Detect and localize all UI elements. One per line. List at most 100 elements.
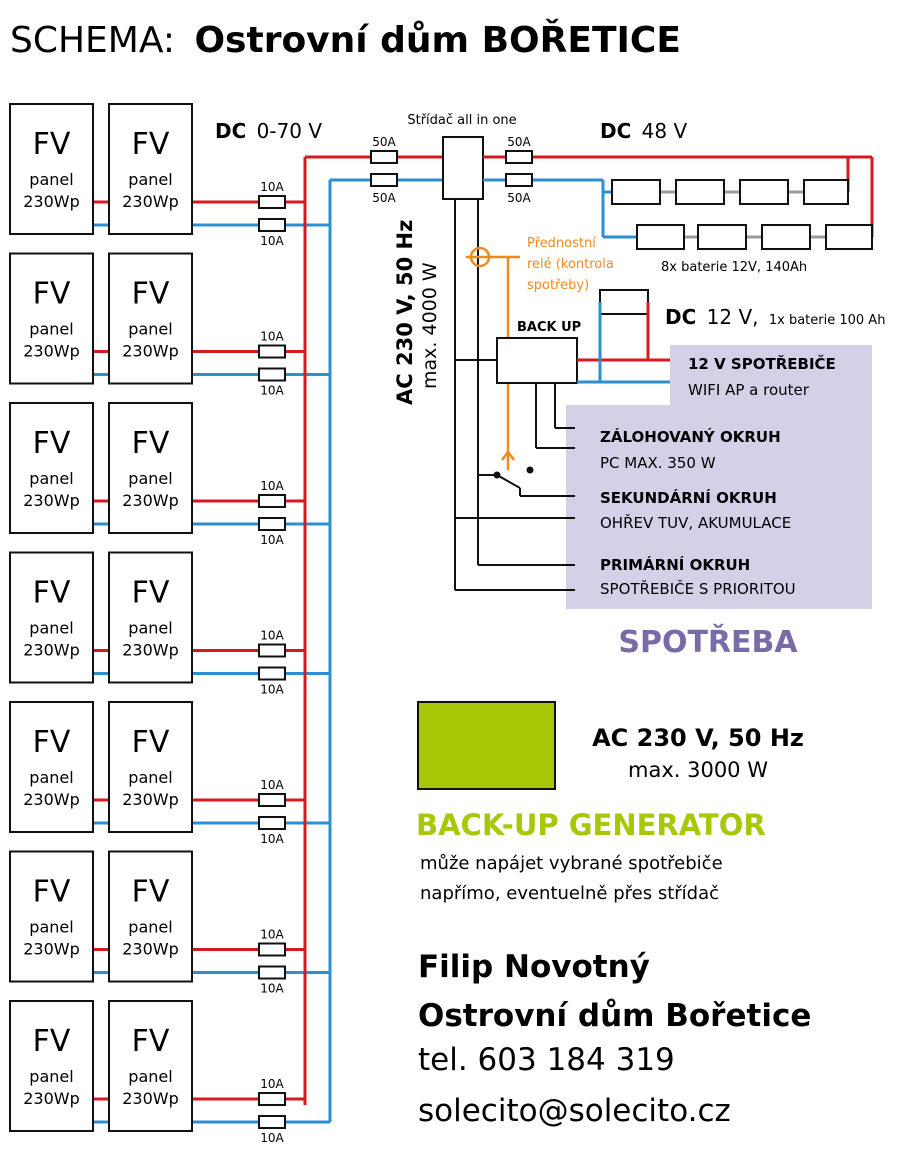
consumption-heading: SPOTŘEBA	[618, 624, 798, 660]
pv-panel-power: 230Wp	[122, 940, 179, 959]
relay-arrow-icon	[501, 449, 515, 461]
svg-text:PRIMÁRNÍ OKRUH: PRIMÁRNÍ OKRUH	[600, 555, 750, 574]
dc12-label: DC 12 V, 1x baterie 100 Ah	[665, 305, 885, 329]
pv-panel-power: 230Wp	[122, 1089, 179, 1108]
fuse-10a-label: 10A	[260, 982, 284, 996]
pv-panel-fv: FV	[33, 1024, 71, 1059]
svg-text:SPOTŘEBIČE S PRIORITOU: SPOTŘEBIČE S PRIORITOU	[600, 579, 796, 598]
pv-panel-type: panel	[29, 768, 73, 787]
svg-text:SEKUNDÁRNÍ OKRUH: SEKUNDÁRNÍ OKRUH	[600, 488, 777, 507]
fuse-10a	[258, 942, 286, 957]
battery-12v	[599, 289, 649, 315]
pv-array: 10A10AFVpanel230WpFVpanel230Wp10A10AFVpa…	[9, 103, 330, 1145]
pv-panel-fv: FV	[132, 576, 170, 611]
circuit-secondary: SEKUNDÁRNÍ OKRUH OHŘEV TUV, AKUMULACE	[600, 488, 791, 532]
circuit-12v: 12 V SPOTŘEBIČE WIFI AP a router	[688, 354, 836, 399]
pv-panel-fv: FV	[33, 277, 71, 312]
pv-panel-fv: FV	[33, 576, 71, 611]
battery-cell	[761, 224, 811, 250]
pv-panel-power: 230Wp	[122, 790, 179, 809]
battery-cell	[675, 179, 725, 205]
pv-panel-power: 230Wp	[23, 940, 80, 959]
fuse-10a-label: 10A	[260, 1077, 284, 1091]
generator-spec-2: max. 3000 W	[628, 758, 768, 782]
pv-panel-fv: FV	[33, 875, 71, 910]
fuse-10a	[258, 517, 286, 531]
fuse-10a-label: 10A	[260, 928, 284, 942]
pv-panel-fv: FV	[132, 426, 170, 461]
fuse-10a-label: 10A	[260, 1131, 284, 1145]
relay-label: Přednostní relé (kontrola spotřeby)	[527, 236, 618, 293]
fuse-10a-label: 10A	[260, 533, 284, 547]
pv-panel-type: panel	[29, 1067, 73, 1086]
svg-text:AC 230 V, 50 Hz: AC 230 V, 50 Hz	[393, 220, 417, 405]
generator-desc-2: napřímo, eventuelně přes střídač	[420, 883, 719, 904]
fuse-50a-batt-pos	[505, 150, 533, 164]
pv-row: 10A 10A FV panel 230Wp FV panel 230Wp	[9, 1000, 330, 1145]
consumption-bg-12v	[670, 345, 872, 407]
inverter-label: Střídač all in one	[407, 113, 516, 128]
pv-panel-power: 230Wp	[23, 641, 80, 660]
pv-panel-power: 230Wp	[23, 1089, 80, 1108]
fuse-50a-pv-pos	[370, 150, 398, 164]
battery-cell	[825, 224, 873, 250]
circuit-backed-up: ZÁLOHOVANÝ OKRUH PC MAX. 350 W	[600, 427, 781, 472]
fuse-50a-label: 50A	[372, 135, 396, 149]
fuse-10a-label: 10A	[260, 629, 284, 643]
pv-panel-fv: FV	[33, 127, 71, 162]
pv-panel-fv: FV	[132, 875, 170, 910]
pv-panel: FV panel 230Wp	[108, 1000, 193, 1132]
fuse-10a	[258, 195, 286, 209]
pv-panel-fv: FV	[33, 725, 71, 760]
svg-text:PC MAX. 350 W: PC MAX. 350 W	[600, 454, 716, 472]
fuse-10a	[258, 643, 286, 658]
pv-panel-type: panel	[29, 170, 73, 189]
pv-panel-fv: FV	[132, 1024, 170, 1059]
svg-text:OHŘEV TUV, AKUMULACE: OHŘEV TUV, AKUMULACE	[600, 513, 791, 532]
title: SCHEMA: Ostrovní dům BOŘETICE	[10, 19, 681, 61]
pv-panel-power: 230Wp	[23, 342, 80, 361]
pv-panel: FV panel 230Wp	[9, 1000, 94, 1132]
fuse-10a-label: 10A	[260, 180, 284, 194]
pv-panel-type: panel	[128, 1067, 172, 1086]
fuse-10a	[258, 367, 286, 382]
pv-panel-type: panel	[29, 918, 73, 937]
fuse-10a-label: 10A	[260, 384, 284, 398]
fuse-10a	[258, 965, 286, 980]
pv-panel-type: panel	[29, 320, 73, 339]
fuse-10a-label: 10A	[260, 683, 284, 697]
pv-panel-power: 230Wp	[122, 641, 179, 660]
consumption-bg-ac	[566, 405, 872, 609]
fuse-10a	[258, 218, 286, 232]
contact-email[interactable]: solecito@solecito.cz	[418, 1093, 731, 1129]
fuse-10a	[258, 344, 286, 359]
pv-panel-type: panel	[128, 768, 172, 787]
svg-text:12 V SPOTŘEBIČE: 12 V SPOTŘEBIČE	[688, 354, 836, 373]
battery-cell	[739, 179, 789, 205]
fuse-10a	[258, 816, 286, 830]
fuse-10a-label: 10A	[260, 778, 284, 792]
fuse-50a-batt-neg	[505, 173, 533, 187]
battery-cell	[803, 179, 849, 205]
dc-battery-label: DC 48 V	[600, 119, 687, 143]
circuit-primary: PRIMÁRNÍ OKRUH SPOTŘEBIČE S PRIORITOU	[600, 555, 796, 598]
inverter-box	[442, 136, 484, 200]
pv-panel-fv: FV	[132, 277, 170, 312]
dc-pv-label: DC 0-70 V	[215, 119, 322, 143]
title-main: Ostrovní dům BOŘETICE	[194, 19, 680, 61]
battery-cell	[697, 224, 747, 250]
pv-panel: FV panel 230Wp	[9, 850, 94, 983]
generator-desc-1: může napájet vybrané spotřebiče	[420, 853, 723, 874]
